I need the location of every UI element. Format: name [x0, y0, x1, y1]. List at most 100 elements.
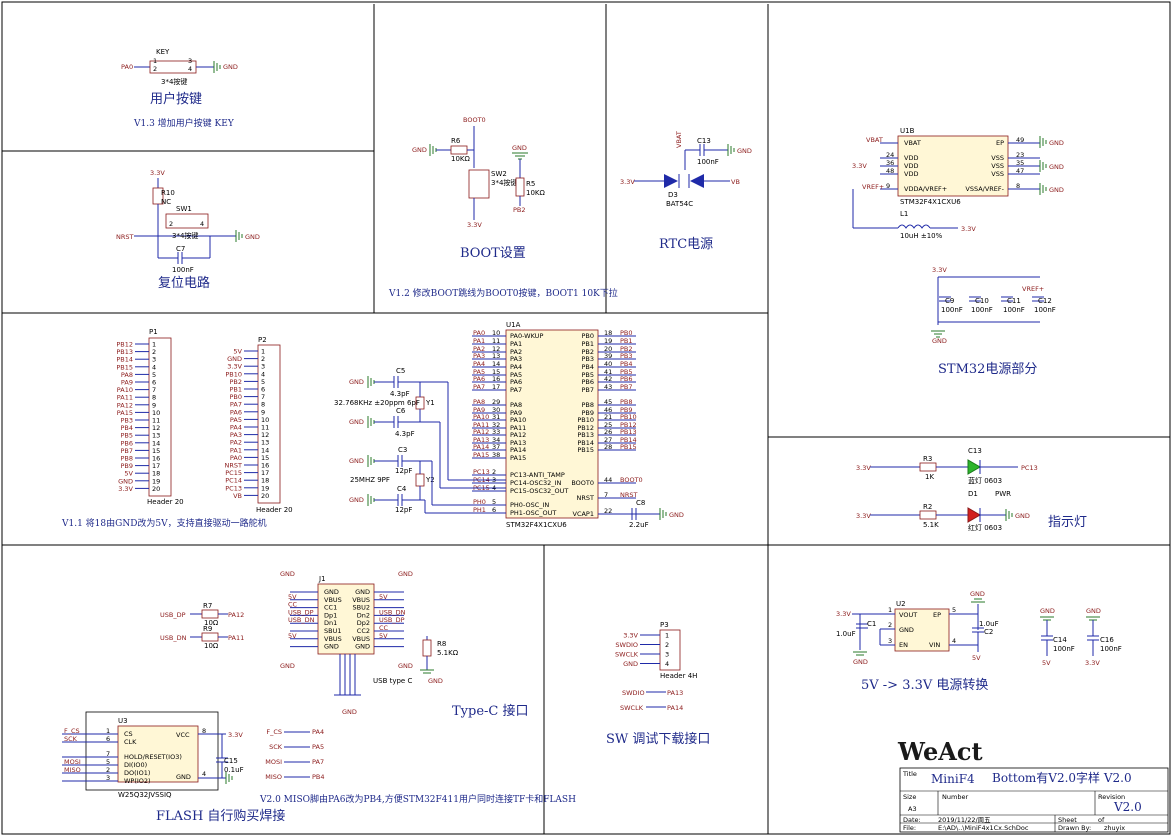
- mcu-y2-val: 25MHZ 9PF: [350, 476, 390, 484]
- power-left-num: 9: [886, 182, 890, 190]
- swd-net: SWDIO: [615, 641, 638, 649]
- title-block: WeAct Title MiniF4 Bottom有V2.0字样 V2.0 Si…: [897, 737, 1169, 833]
- rtc-d3-part: BAT54C: [666, 200, 693, 208]
- mcu-right-net: PB7: [620, 383, 633, 391]
- p2-net: PB10: [225, 370, 242, 378]
- flash-left-name: DI(IO0): [124, 761, 147, 769]
- typec-gnd-tl: GND: [280, 570, 295, 578]
- ldo-c2: C2: [984, 628, 993, 636]
- ldo-c14: C14: [1053, 636, 1067, 644]
- typec-right-net: 5V: [379, 632, 388, 640]
- tb-title-extra: Bottom有V2.0字样 V2.0: [992, 770, 1132, 785]
- typec-right-pin: VBUS: [352, 596, 370, 604]
- mcu-c3-val: 12pF: [395, 467, 412, 475]
- flash-left-name: CS: [124, 730, 133, 738]
- p1-net: PA10: [117, 386, 133, 394]
- mcu-right-net: PB12: [620, 421, 637, 429]
- mcu-left-net: PA14: [473, 443, 489, 451]
- section-rtc: VBAT GND C13 100nF 3.3V VB D3 BAT54C RTC…: [620, 131, 752, 252]
- flash-c15-val: 0.1uF: [224, 766, 244, 774]
- mcu-gnd-c6: GND: [349, 418, 364, 426]
- typec-left-pin: VBUS: [324, 635, 342, 643]
- typec-r7-val: 10Ω: [204, 619, 219, 627]
- ldo-gnd-c16: GND: [1086, 607, 1101, 615]
- swd-swclk: SWCLK: [620, 704, 644, 712]
- mcu-left-name: PC14-OSC32_IN: [510, 479, 561, 487]
- rtc-gnd: GND: [737, 147, 752, 155]
- mcu-right-num: 46: [604, 406, 612, 414]
- p1-ref: P1: [149, 328, 158, 336]
- mcu-left-net: PA4: [473, 360, 485, 368]
- flash-left-net: SCK: [64, 735, 78, 743]
- flash-map-to: PA7: [312, 758, 324, 766]
- swd-pa13: PA13: [667, 689, 683, 697]
- swd-p3-part: Header 4H: [660, 672, 697, 680]
- p1-net: PA9: [121, 379, 133, 387]
- boot-note: V1.2 修改BOOT跳线为BOOT0按键，BOOT1 10K下拉: [388, 287, 618, 299]
- mcu-left-name: PA5: [510, 371, 522, 379]
- section-typec: USB_DP R7 10Ω PA12 USB_DN R9 10Ω PA11 J1…: [160, 570, 529, 719]
- tb-sheet-label: Sheet: [1058, 816, 1077, 824]
- led-r3-val: 1K: [925, 473, 934, 481]
- boot-pb2: PB2: [513, 206, 526, 214]
- mcu-right-net: PB1: [620, 337, 633, 345]
- p1-net: PB3: [120, 417, 133, 425]
- p2-net: PC13: [225, 484, 242, 492]
- mcu-right-net: PB3: [620, 352, 633, 360]
- power-gnd-3: GND: [1049, 186, 1064, 194]
- p2-net: PC14: [225, 477, 242, 485]
- flash-map-to: PB4: [312, 773, 325, 781]
- ldo-gnd-top: GND: [970, 590, 985, 598]
- typec-right-pin: VBUS: [352, 635, 370, 643]
- mcu-left-num: 34: [492, 436, 500, 444]
- power-cap-ref: C11: [1007, 297, 1021, 305]
- svg-text:3: 3: [888, 637, 892, 645]
- reset-r10-val: NC: [161, 198, 171, 206]
- p2-pin-num: 3: [261, 363, 265, 371]
- mcu-left-net: PA13: [473, 436, 489, 444]
- key-ref: KEY: [156, 48, 170, 56]
- p2-net: 3.3V: [227, 363, 242, 371]
- typec-gnd-br: GND: [398, 662, 413, 670]
- mcu-left-num: 5: [492, 498, 496, 506]
- ldo-c1: C1: [867, 620, 876, 628]
- mcu-left-net: PA0: [473, 329, 485, 337]
- power-left-name: VDD: [904, 162, 918, 170]
- mcu-right-num: 25: [604, 421, 612, 429]
- p1-pin-num: 17: [152, 462, 160, 470]
- p1-net: PB12: [116, 341, 133, 349]
- led-pc13: PC13: [1021, 464, 1038, 472]
- flash-left-net: F_CS: [64, 727, 80, 735]
- typec-pa12: PA12: [228, 611, 244, 619]
- power-right-num: 49: [1016, 136, 1024, 144]
- typec-usb-dn: USB_DN: [160, 634, 187, 642]
- p2-net: VB: [233, 492, 242, 500]
- swd-pa14: PA14: [667, 704, 683, 712]
- tb-drawn-label: Drawn By:: [1058, 824, 1091, 832]
- ldo-v5: 5V: [1042, 659, 1051, 667]
- mcu-right-num: 41: [604, 368, 612, 376]
- svg-text:1: 1: [888, 606, 892, 614]
- ldo-v5-in: 5V: [972, 654, 981, 662]
- mcu-right-net: PB10: [620, 413, 637, 421]
- ldo-c14-val: 100nF: [1053, 645, 1075, 653]
- mcu-right-name: PB9: [581, 409, 594, 417]
- swd-title: SW 调试下载接口: [606, 731, 710, 747]
- p2-net: PB0: [229, 393, 242, 401]
- mcu-left-num: 13: [492, 352, 500, 360]
- tb-title-value: MiniF4: [931, 772, 975, 786]
- typec-r8: R8: [437, 640, 446, 648]
- typec-left-pin: Dp1: [324, 611, 337, 619]
- led-d1-tag: PWR: [995, 490, 1011, 498]
- mcu-left-name: PC13-ANTI_TAMP: [510, 471, 565, 479]
- power-cap-val: 100nF: [1034, 306, 1056, 314]
- mcu-right-name: PB15: [577, 446, 594, 454]
- flash-left-name: DO(IO1): [124, 769, 150, 777]
- p2-pin-num: 19: [261, 484, 269, 492]
- rtc-c13-val: 100nF: [697, 158, 719, 166]
- mcu-right-net: PB2: [620, 345, 633, 353]
- power-right-name: VSS: [991, 170, 1004, 178]
- power-left-net: VBAT: [866, 136, 883, 144]
- rtc-vb: VB: [731, 178, 740, 186]
